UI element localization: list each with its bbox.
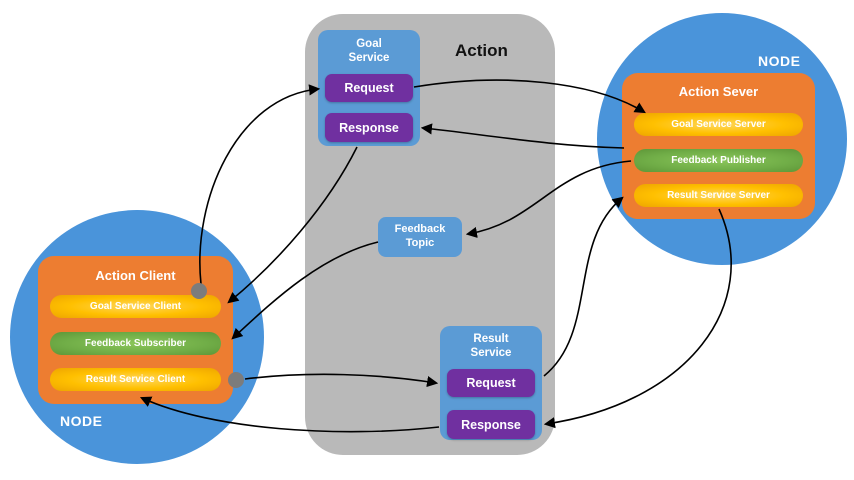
server-node-label: NODE — [758, 53, 801, 69]
goal-response-button: Response — [325, 113, 413, 142]
arrow-result-request-to-server — [543, 196, 624, 377]
feedback-subscriber-pill: Feedback Subscriber — [50, 332, 221, 355]
feedback-topic-box: Feedback Topic — [378, 217, 462, 257]
action-client-title: Action Client — [95, 268, 176, 283]
result-request-button: Request — [447, 369, 535, 397]
goal-request-button: Request — [325, 74, 413, 102]
result-service-client-pill: Result Service Client — [50, 368, 221, 391]
action-server-title: Action Sever — [678, 84, 759, 99]
goal-service-title: Goal Service — [348, 38, 390, 65]
goal-service-client-pill: Goal Service Client — [50, 295, 221, 318]
result-service-server-pill: Result Service Server — [634, 184, 803, 207]
feedback-publisher-pill: Feedback Publisher — [634, 149, 803, 172]
action-panel-title: Action — [455, 41, 508, 60]
goal-service-server-pill: Goal Service Server — [634, 113, 803, 136]
result-service-title: Result Service — [470, 333, 512, 360]
result-response-button: Response — [447, 410, 535, 439]
action-client-box: Action Client Goal Service Client Feedba… — [38, 256, 233, 404]
client-node-label: NODE — [60, 413, 103, 429]
feedback-topic-title: Feedback Topic — [394, 223, 446, 249]
action-server-box: Action Sever Goal Service Server Feedbac… — [622, 73, 815, 219]
